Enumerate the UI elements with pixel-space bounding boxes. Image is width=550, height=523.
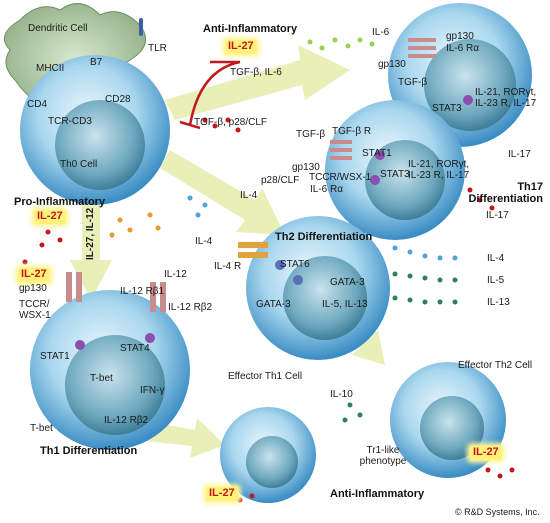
il13-out-label: IL-13: [487, 297, 510, 308]
stat3-b-label: STAT3: [380, 169, 410, 180]
effector-th1-label: Effector Th1 Cell: [228, 371, 303, 382]
gata3-b-label: GATA-3: [256, 299, 291, 310]
gp130-b-label: gp130: [378, 59, 406, 70]
th2-differentiation-title: Th2 Differentiation: [275, 231, 373, 243]
th1-differentiation-title: Th1 Differentiation: [40, 445, 138, 457]
cytokine-dots: [22, 37, 515, 503]
il4-a-label: IL-4: [240, 190, 258, 201]
stat1-th1-label: STAT1: [40, 351, 70, 362]
th0-nucleus: [55, 100, 145, 190]
il6-ra-a-label: IL-6 Rα: [446, 43, 480, 54]
pro-inflammatory-title: Pro-Inflammatory: [14, 196, 106, 208]
ifng-label: IFN-γ: [140, 385, 165, 396]
arrow-to-th2: [160, 150, 285, 235]
il27-left-highlight: IL-27: [18, 268, 50, 282]
gata3-a-label: GATA-3: [330, 277, 365, 288]
il10-label: IL-10: [330, 389, 353, 400]
signaling-proteins: [75, 95, 473, 350]
th17-genes-b-label: IL-21, RORγt, IL-23 R, IL-17: [408, 159, 470, 181]
effector-th2-label: Effector Th2 Cell: [458, 360, 533, 371]
il27-pro-highlight: IL-27: [34, 210, 66, 224]
tlr-label: TLR: [148, 43, 167, 54]
il12-rb2-b-label: IL-12 Rβ2: [104, 415, 149, 426]
stat4-label: STAT4: [120, 343, 150, 354]
inhibition-line: [179, 60, 241, 130]
tgfb-p28-label: TGF-β, p28/CLF: [194, 117, 267, 128]
tgfb-b-label: TGF-β: [296, 129, 326, 140]
stat3-a-label: STAT3: [432, 103, 462, 114]
il17-a-label: IL-17: [508, 149, 531, 160]
tgfb-r-label: TGF-β R: [332, 126, 372, 137]
p28-clf-label: p28/CLF: [261, 175, 300, 186]
tr1-label: Tr1-like phenotype: [359, 445, 407, 467]
il4-out-label: IL-4: [487, 253, 505, 264]
il5-il13-label: IL-5, IL-13: [322, 299, 368, 310]
il17-b-label: IL-17: [486, 210, 509, 221]
tlr-icon: [136, 18, 146, 36]
th17-genes-a-label: IL-21, RORγt, IL-23 R, IL-17: [475, 87, 537, 109]
tgfb-il6-label: TGF-β, IL-6: [230, 67, 282, 78]
tcr-cd3-label: TCR-CD3: [48, 116, 92, 127]
receptors: [66, 38, 436, 312]
effector-th2-nucleus: [420, 396, 484, 460]
il6-label: IL-6: [372, 27, 390, 38]
gp130-a-label: gp130: [446, 31, 474, 42]
tbet-b-label: T-bet: [30, 423, 53, 434]
il12-rb2-a-label: IL-12 Rβ2: [168, 302, 213, 313]
th17-cell-top-nucleus: [424, 39, 516, 131]
stat6-label: STAT6: [280, 259, 310, 270]
mhcii-label: MHCII: [36, 63, 65, 74]
il27-top-highlight: IL-27: [225, 40, 257, 54]
anti-inflammatory-bottom-title: Anti-Inflammatory: [330, 488, 425, 500]
copyright-text: © R&D Systems, Inc.: [455, 507, 540, 517]
dendritic-cell-label: Dendritic Cell: [28, 23, 88, 34]
gp130-c-label: gp130: [292, 162, 320, 173]
il4r-label: IL-4 R: [214, 261, 242, 272]
il27-il12-label: IL-27, IL-12: [85, 207, 96, 260]
th2-nucleus: [283, 256, 367, 340]
tgfb-a-label: TGF-β: [398, 77, 428, 88]
anti-inflammatory-top-title: Anti-Inflammatory: [203, 23, 298, 35]
il4-b-label: IL-4: [195, 236, 213, 247]
tccr-wsx1-a-label: TCCR/WSX-1: [309, 172, 372, 183]
stat1-th17-label: STAT1: [362, 148, 392, 159]
il12-label: IL-12: [164, 269, 187, 280]
th17-differentiation-title: Th17 Differentiation: [468, 181, 543, 205]
tbet-a-label: T-bet: [90, 373, 113, 384]
th17-cell-bottom-nucleus: [365, 140, 445, 220]
il27-right-highlight: IL-27: [470, 446, 502, 460]
cd28-label: CD28: [105, 94, 131, 105]
il12-rb1-label: IL-12 Rβ1: [120, 286, 165, 297]
il27-bottom-highlight: IL-27: [206, 487, 238, 501]
il5-out-label: IL-5: [487, 275, 505, 286]
cd4-label: CD4: [27, 99, 48, 110]
b7-label: B7: [90, 57, 103, 68]
arrow-to-th17: [165, 45, 350, 120]
tccr-wsx1-b-label: TCCR/ WSX-1: [19, 299, 51, 321]
il6-ra-b-label: IL-6 Rα: [310, 184, 344, 195]
th0-cell-label: Th0 Cell: [60, 159, 98, 170]
th1-nucleus: [65, 335, 165, 435]
gp130-d-label: gp130: [19, 283, 47, 294]
effector-th1-nucleus: [246, 436, 298, 488]
